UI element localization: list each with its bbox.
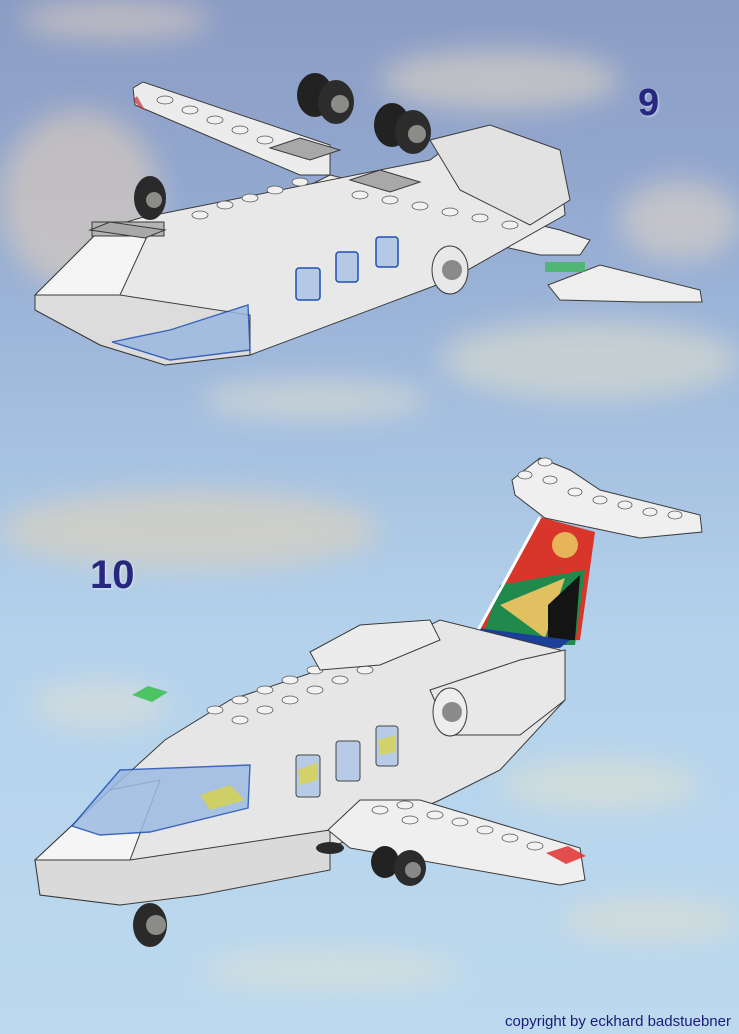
red-light-icon (546, 846, 586, 864)
cloud (440, 320, 739, 400)
step-10-aircraft-illustration (33, 457, 703, 947)
cloud (20, 0, 210, 40)
cloud (560, 900, 739, 940)
step-number-10: 10 (90, 553, 135, 597)
cloud (200, 950, 460, 990)
cloud (380, 50, 620, 110)
step-9-aircraft-illustration (33, 73, 703, 366)
green-light-icon (132, 686, 168, 702)
wheel-icon (134, 73, 431, 220)
cloud (200, 380, 430, 420)
tail-fin-livery (468, 516, 595, 648)
cloud (500, 760, 700, 810)
cloud (0, 490, 380, 570)
wheel-icon (133, 842, 426, 947)
step-number-9: 9 (638, 82, 660, 124)
cloud (620, 180, 739, 260)
copyright-text: copyright by eckhard badstuebner (505, 1013, 731, 1030)
